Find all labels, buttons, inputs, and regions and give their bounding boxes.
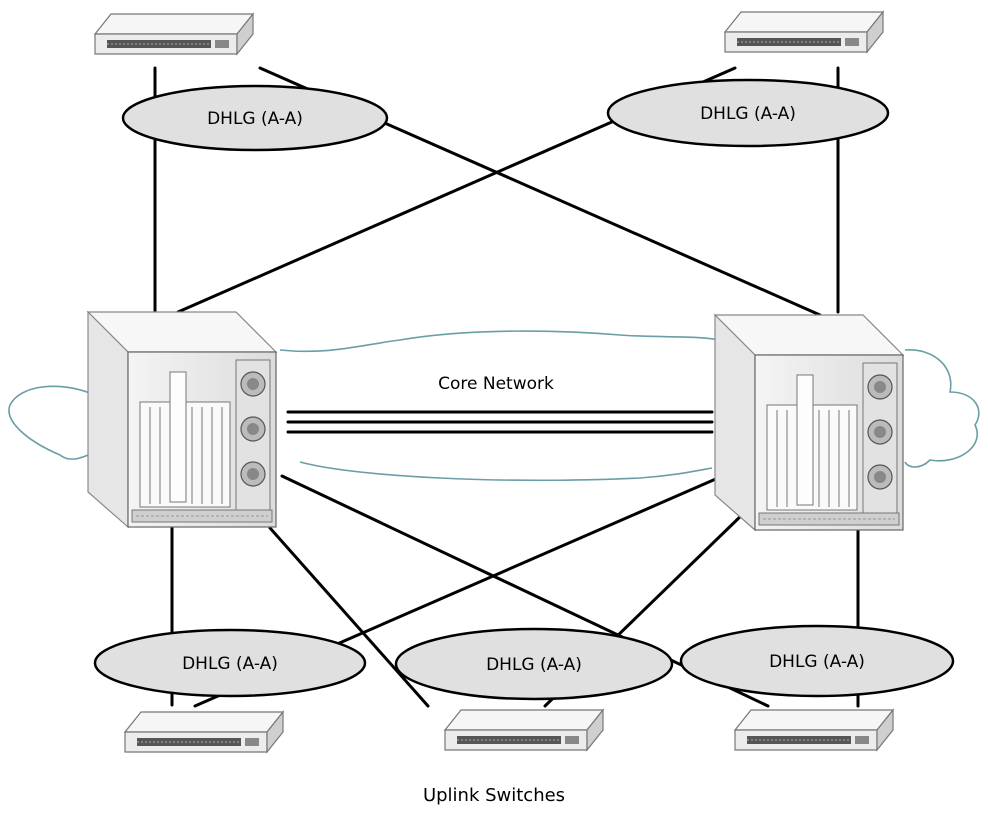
link-left-chassis-bc — [268, 526, 430, 708]
dhlg-label: DHLG (A-A) — [182, 654, 278, 674]
dhlg-bottom-right: DHLG (A-A) — [679, 624, 955, 698]
core-switch-left — [87, 311, 277, 528]
uplink-switch-bottom-center — [444, 709, 604, 751]
uplink-switch-bottom-right — [734, 709, 894, 751]
dhlg-bottom-center: DHLG (A-A) — [394, 627, 674, 701]
dhlg-label: DHLG (A-A) — [486, 655, 582, 675]
uplink-switch-top-right — [724, 11, 884, 53]
dhlg-top-left: DHLG (A-A) — [121, 84, 389, 152]
uplink-switches-caption: Uplink Switches — [423, 785, 565, 806]
core-network-cloud — [8, 330, 980, 482]
core-switch-right — [714, 314, 904, 531]
uplink-switch-bottom-left — [124, 711, 284, 753]
dhlg-label: DHLG (A-A) — [769, 652, 865, 672]
dhlg-top-right: DHLG (A-A) — [606, 78, 890, 148]
core-network-label: Core Network — [438, 374, 554, 394]
dhlg-label: DHLG (A-A) — [207, 109, 303, 129]
dhlg-bottom-left: DHLG (A-A) — [93, 628, 367, 698]
dhlg-label: DHLG (A-A) — [700, 104, 796, 124]
uplink-switch-top-left — [94, 13, 254, 55]
